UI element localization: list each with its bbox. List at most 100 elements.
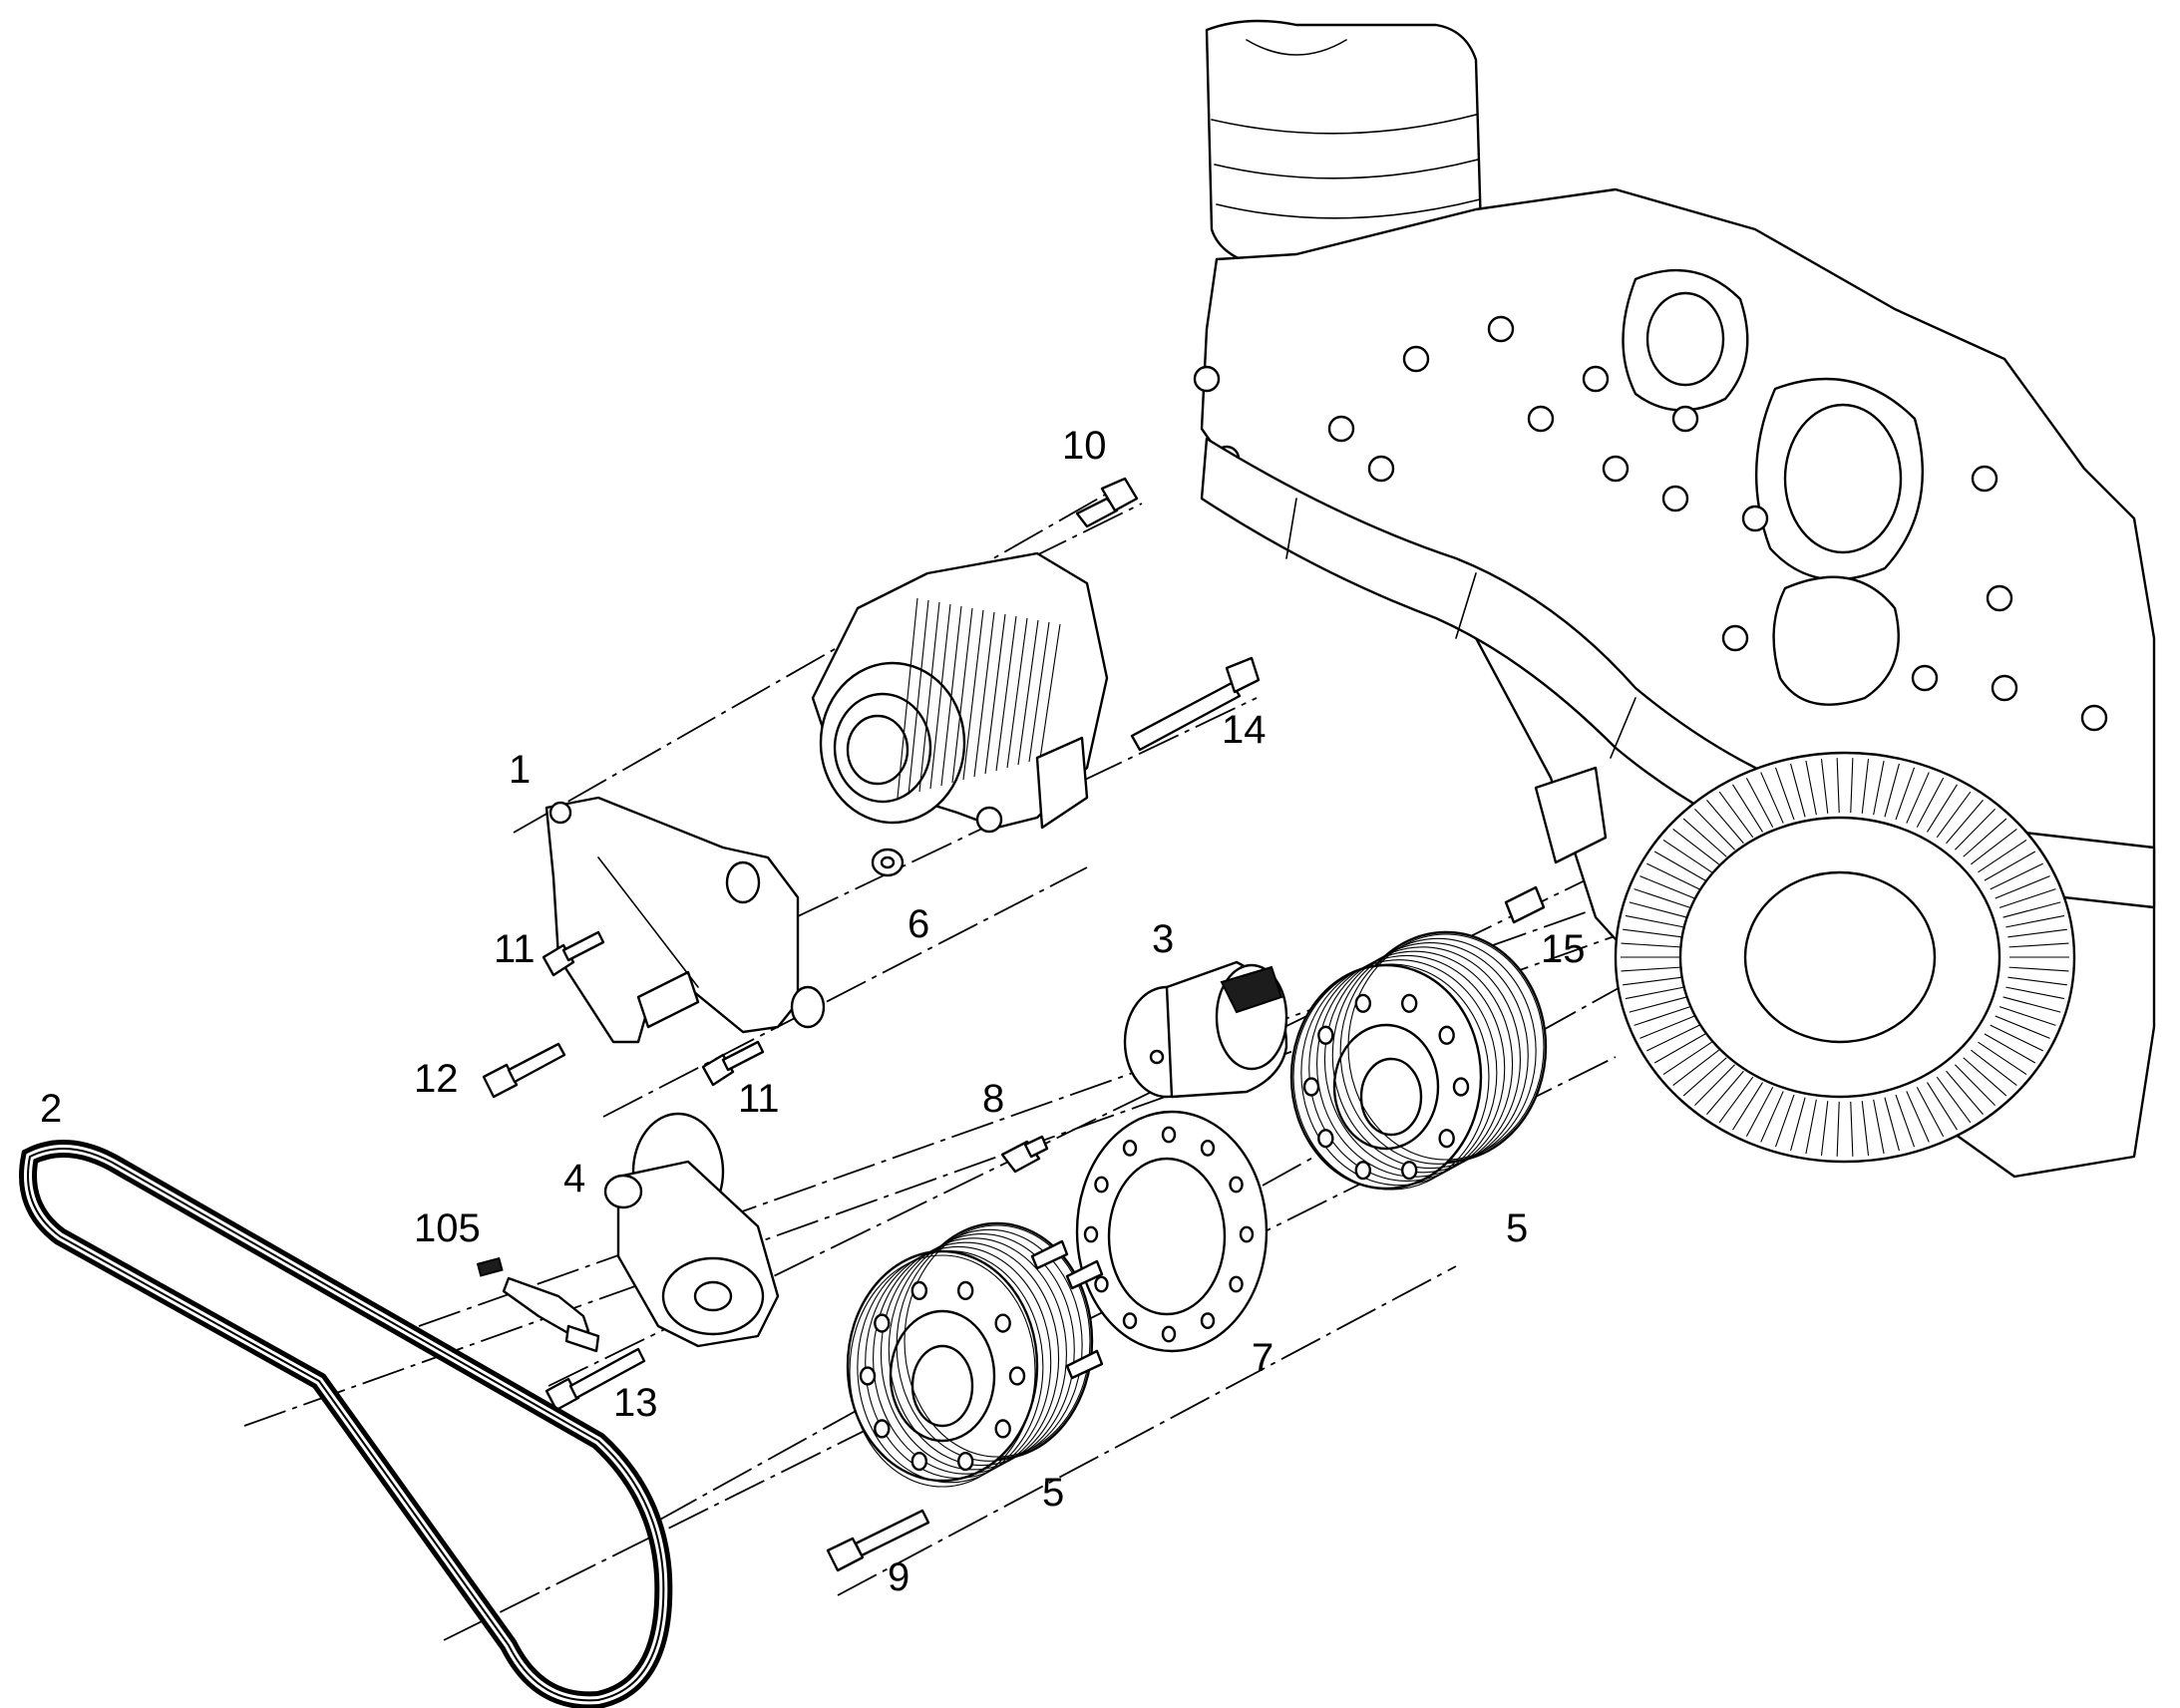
- damper-fin: [1805, 1099, 1817, 1155]
- bolt-hole: [1302, 1077, 1320, 1097]
- pulley-rib: [880, 1237, 1067, 1471]
- damper-fin: [1873, 1099, 1885, 1155]
- bolt-hole: [1354, 993, 1372, 1013]
- damper-fin: [2002, 901, 2061, 918]
- bolt-9: [826, 1509, 930, 1572]
- bolt-hole: [874, 1313, 891, 1333]
- damper-fin: [1936, 1076, 1972, 1124]
- plate-7: [1075, 1110, 1269, 1353]
- damper-fin: [2007, 976, 2067, 986]
- damper-fin: [1625, 914, 1684, 928]
- bolt-13: [545, 1347, 646, 1412]
- damper-fin: [1760, 1091, 1784, 1143]
- bolt-hole: [1239, 1225, 1255, 1243]
- damper-fin: [1629, 996, 1687, 1013]
- damper-fin: [1836, 758, 1840, 814]
- bolt-hole: [1229, 1275, 1244, 1293]
- bolt-8: [1000, 1135, 1049, 1174]
- bolt-hole: [1200, 1312, 1216, 1330]
- damper-fin: [1774, 767, 1795, 821]
- damper-fin: [1634, 888, 1691, 908]
- damper-fin: [1906, 772, 1930, 824]
- bolt-hole: [1229, 1176, 1244, 1194]
- damper-fin: [1672, 829, 1719, 865]
- alternator-fin: [929, 603, 951, 790]
- damper-fin: [1984, 1033, 2036, 1064]
- damper-fin: [1998, 1006, 2056, 1026]
- bolt-hole: [874, 1419, 891, 1439]
- damper-fin: [1634, 1006, 1691, 1026]
- alternator-cooling-fins: [897, 597, 1061, 799]
- bolt-hole: [1317, 1129, 1334, 1149]
- damper-fin: [1662, 1041, 1712, 1076]
- pulley-rib: [888, 1233, 1075, 1467]
- belt-2: [19, 1140, 673, 1708]
- bolt-hole: [1122, 1312, 1138, 1330]
- damper-fin: [1927, 1082, 1958, 1131]
- damper-fin: [1745, 1087, 1774, 1138]
- bolt-hole: [994, 1313, 1011, 1333]
- damper-fin: [1805, 760, 1817, 816]
- damper-fin: [1682, 818, 1727, 857]
- alternator-fin: [1039, 623, 1061, 760]
- pulley-lower-ribs: [849, 1224, 1091, 1488]
- damper-fins: [1621, 758, 2069, 1157]
- callout-15: 15: [1541, 927, 1586, 971]
- callout-labels: 1 2 3 4 5 5 6 7 8 9 10 11 11 12 13 14 15…: [40, 424, 1586, 1599]
- damper-fin: [1884, 763, 1900, 818]
- damper-fin: [1955, 1064, 1996, 1107]
- bolt-11-lower: [701, 1040, 765, 1087]
- bracket-1: [545, 796, 826, 1044]
- bolt-hole: [1122, 1139, 1138, 1157]
- damper-fin: [2005, 986, 2065, 1000]
- callout-7: 7: [1252, 1336, 1273, 1380]
- bolt-14: [1130, 656, 1261, 752]
- damper-fin: [1639, 875, 1695, 899]
- callout-5-lower: 5: [1042, 1471, 1064, 1515]
- bolt-12: [482, 1042, 566, 1099]
- damper-fin: [1850, 1101, 1854, 1157]
- damper-fin: [1732, 784, 1763, 833]
- bolt-hole: [1400, 1161, 1418, 1181]
- callout-5-upper: 5: [1506, 1206, 1528, 1250]
- damper-fin: [2008, 966, 2069, 972]
- bolt-hole: [1438, 1025, 1455, 1045]
- pulley-rib: [904, 1224, 1091, 1458]
- bolt-hole: [910, 1280, 928, 1301]
- washer-6: [871, 848, 905, 877]
- damper-fin: [1963, 1057, 2007, 1097]
- alternator-fin: [1028, 621, 1050, 763]
- damper-fin: [1995, 875, 2050, 899]
- pulley-5-upper: [1289, 930, 1548, 1191]
- callout-11-lower: 11: [738, 1077, 780, 1121]
- bolt-hole: [1161, 1126, 1177, 1144]
- damper-fin: [1623, 928, 1682, 938]
- engine-block: [1193, 19, 2156, 1179]
- damper-fin: [1774, 1094, 1795, 1148]
- alternator-fin: [1006, 617, 1028, 769]
- alternator-fin: [962, 609, 984, 781]
- damper-fin: [1946, 1070, 1984, 1115]
- alternator-fin: [1017, 619, 1039, 766]
- pulley-rib: [1331, 942, 1529, 1170]
- bolt-hole: [1200, 1139, 1216, 1157]
- damper-fin: [1718, 791, 1754, 839]
- damper-fin: [1990, 862, 2043, 890]
- damper-fin: [1646, 1024, 1700, 1052]
- damper-fin: [1646, 862, 1700, 890]
- callout-9: 9: [888, 1555, 909, 1599]
- damper-fin: [1990, 1024, 2043, 1052]
- damper-fin: [1978, 1041, 2027, 1076]
- bolt-11-upper: [542, 930, 605, 977]
- damper-fin: [1621, 966, 1681, 972]
- pulley-rib: [865, 1245, 1052, 1479]
- alternator-fin: [908, 599, 929, 796]
- damper-fin: [1873, 760, 1885, 816]
- bolt-hole: [910, 1451, 928, 1472]
- callout-12: 12: [414, 1057, 459, 1101]
- damper-fin: [1984, 851, 2036, 881]
- damper-fin: [1895, 1094, 1916, 1148]
- damper-fin: [1745, 777, 1774, 828]
- damper-fin: [1998, 888, 2056, 908]
